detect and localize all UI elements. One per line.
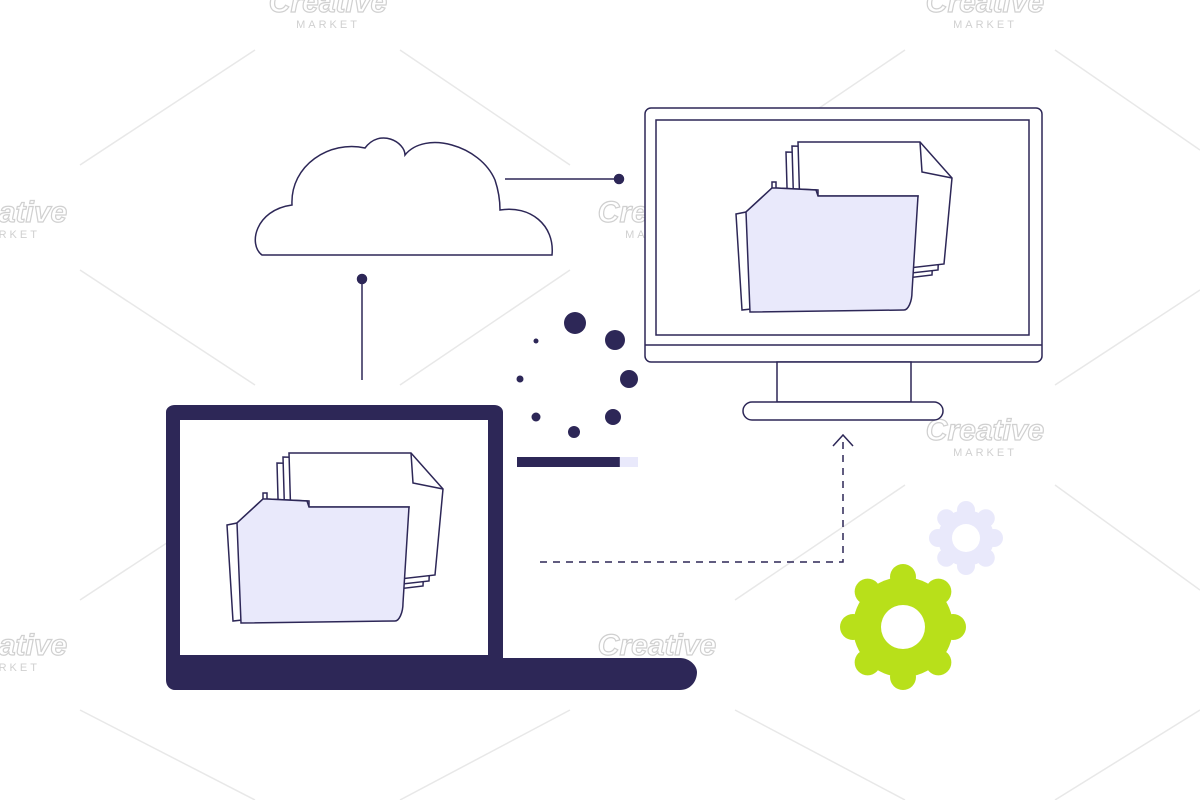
- watermark-title: Creative: [0, 196, 67, 229]
- gear-tooth: [937, 509, 956, 528]
- folder-icon: [226, 452, 444, 624]
- background-lines: [79, 49, 1200, 800]
- loading-spinner-icon: [516, 312, 638, 438]
- cloud-icon: [254, 137, 553, 256]
- watermark-subtitle: MARKET: [0, 662, 40, 674]
- gear-hole: [881, 605, 925, 649]
- transfer-progress-bar: [517, 457, 638, 467]
- watermark-title: Creative: [0, 629, 67, 662]
- transfer-path: [540, 440, 844, 563]
- gear-tooth: [929, 529, 947, 547]
- gear-tooth: [976, 509, 995, 528]
- gear-tooth: [925, 578, 952, 605]
- gear-tooth: [890, 564, 916, 590]
- gear-tooth: [854, 649, 881, 676]
- watermark-subtitle: MARKET: [953, 447, 1017, 459]
- gear-tooth: [937, 548, 956, 567]
- watermark-subtitle: MARKET: [0, 229, 40, 241]
- gear-tooth: [976, 548, 995, 567]
- folder-icon: [735, 141, 953, 313]
- gear-tooth: [957, 501, 975, 519]
- gear-tooth: [854, 578, 881, 605]
- gear-tooth: [840, 614, 866, 640]
- gear-tooth: [940, 614, 966, 640]
- gear-icon: [929, 501, 1003, 575]
- progress-fill: [517, 457, 620, 467]
- watermark-subtitle: MARKET: [296, 19, 360, 31]
- watermark-title: Creative: [598, 629, 716, 662]
- watermark-title: Creative: [926, 0, 1044, 19]
- arrow-up-icon: [832, 433, 854, 447]
- watermark-subtitle: MARKET: [953, 19, 1017, 31]
- cloud-connectors: [356, 173, 625, 380]
- watermark-title: Creative: [926, 414, 1044, 447]
- gear-tooth: [890, 664, 916, 690]
- watermark-title: Creative: [269, 0, 387, 19]
- gear-tooth: [985, 529, 1003, 547]
- gear-hole: [952, 524, 980, 552]
- gear-tooth: [925, 649, 952, 676]
- gear-tooth: [957, 557, 975, 575]
- gear-icon: [840, 564, 966, 690]
